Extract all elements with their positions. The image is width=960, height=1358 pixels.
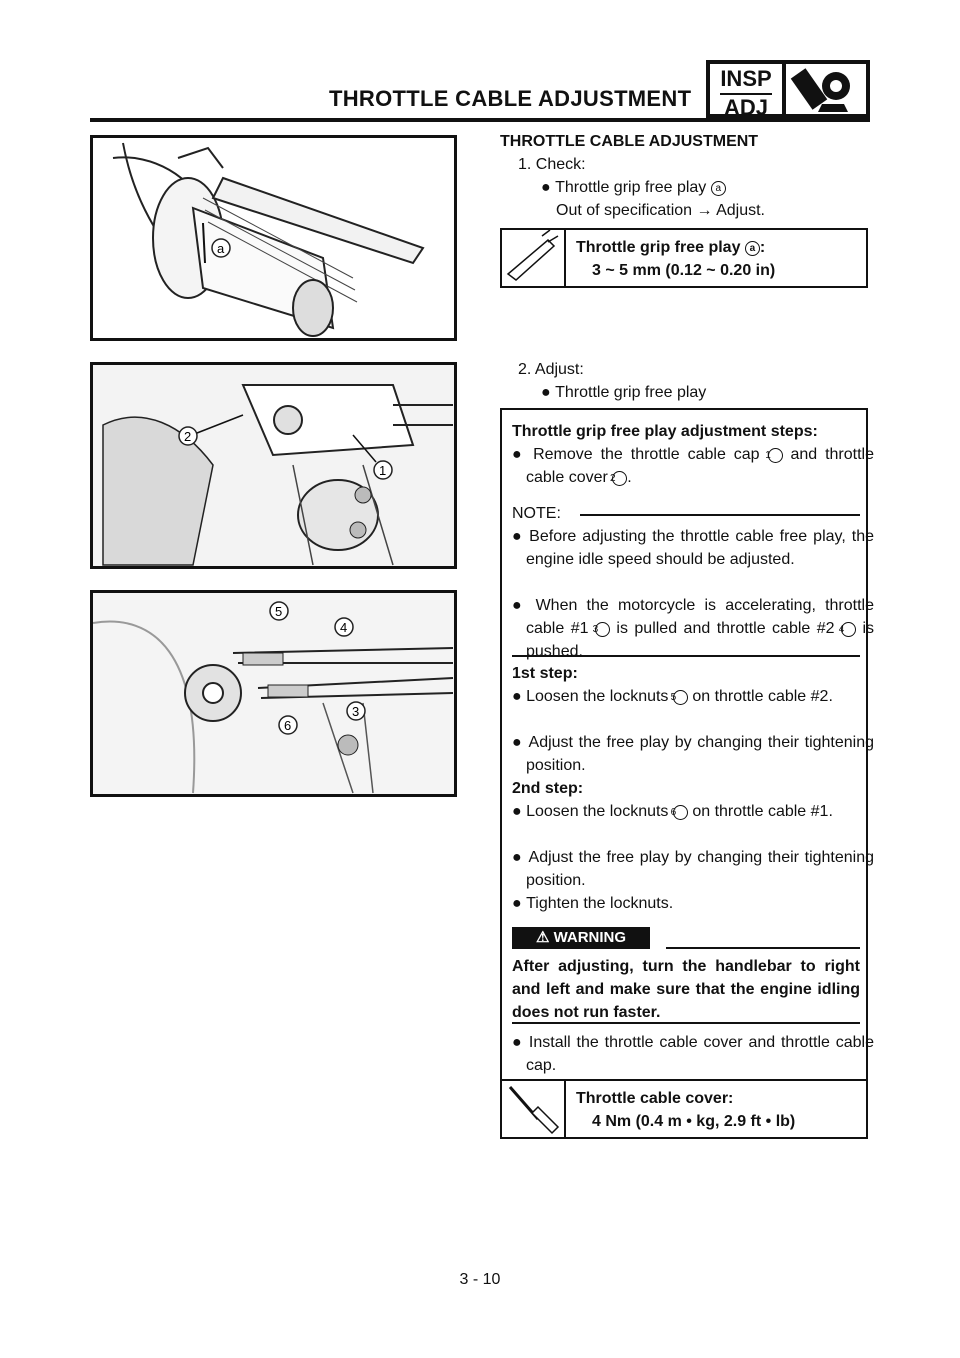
badge-bottom-text: ADJ — [723, 95, 768, 120]
note-item-1: ● Before adjusting the throttle cable fr… — [512, 528, 874, 568]
second-step-label: 2nd step: — [512, 780, 584, 797]
spec-box-torque: Throttle cable cover: 4 Nm (0.4 m • kg, … — [500, 1079, 868, 1139]
final-step: ● Install the throttle cable cover and t… — [512, 1034, 874, 1074]
callout-label-3: 3 — [352, 704, 359, 719]
note-end-rule — [512, 655, 860, 657]
steps-intro: ● Remove the throttle cable cap 1 and th… — [512, 446, 874, 486]
note-label: NOTE: — [512, 505, 561, 522]
torque-wrench-icon — [502, 1081, 566, 1137]
note-rule — [580, 514, 860, 516]
first-step-label: 1st step: — [512, 665, 578, 682]
callout-label-5: 5 — [275, 604, 282, 619]
page-header-title: THROTTLE CABLE ADJUSTMENT — [329, 86, 692, 111]
callout-label-6: 6 — [284, 718, 291, 733]
warning-text: After adjusting, turn the handlebar to r… — [512, 958, 860, 1021]
step1-result: Out of specification → Adjust. — [556, 202, 765, 219]
spec-box-free-play: Throttle grip free play a: 3 ~ 5 mm (0.1… — [500, 228, 868, 288]
warning-banner: ⚠ WARNING — [512, 927, 650, 949]
callout-label-1: 1 — [379, 463, 386, 478]
callout-label-a: a — [217, 241, 225, 256]
insp-adj-badge: INSP ADJ — [706, 60, 786, 120]
second-step-item-3: ● Tighten the locknuts. — [512, 895, 674, 912]
spec2-value: 4 Nm (0.4 m • kg, 2.9 ft • lb) — [592, 1113, 796, 1130]
figure-throttle-grip: a — [90, 135, 457, 341]
first-step-item-2: ● Adjust the free play by changing their… — [512, 734, 875, 774]
first-step-item-1: ● Loosen the locknuts 5 on throttle cabl… — [512, 688, 833, 705]
callout-label-2: 2 — [184, 429, 191, 444]
page-number: 3 - 10 — [459, 1271, 501, 1288]
step2-item: ● Throttle grip free play — [541, 384, 707, 401]
badge-divider — [720, 93, 772, 95]
warning-end-rule — [512, 1022, 860, 1024]
warning-rule — [666, 947, 860, 949]
badge-top-text: INSP — [720, 66, 772, 91]
wrench-icon — [786, 60, 870, 118]
step2-label: 2. Adjust: — [518, 361, 584, 378]
adjustment-steps-box: Throttle grip free play adjustment steps… — [500, 408, 874, 1081]
callout-label-4: 4 — [340, 620, 347, 635]
figure-throttle-cables: 5 4 3 6 — [90, 590, 457, 797]
second-step-item-1: ● Loosen the locknuts 6 on throttle cabl… — [512, 803, 833, 820]
header-rule — [90, 118, 870, 122]
spec1-value: 3 ~ 5 mm (0.12 ~ 0.20 in) — [592, 262, 776, 279]
spec2-title: Throttle cable cover: — [576, 1090, 734, 1107]
figure-cable-cap-cover: 2 1 — [90, 362, 457, 569]
steps-heading: Throttle grip free play adjustment steps… — [512, 423, 818, 440]
note-item-2: ● When the motorcycle is accelerating, t… — [512, 597, 875, 660]
section-title: THROTTLE CABLE ADJUSTMENT — [500, 133, 759, 150]
spec1-title: Throttle grip free play a: — [576, 239, 766, 256]
caliper-icon — [502, 229, 566, 286]
second-step-item-2: ● Adjust the free play by changing their… — [512, 849, 875, 889]
step1-label: 1. Check: — [518, 156, 586, 173]
step1-item: ● Throttle grip free play a — [541, 176, 726, 199]
